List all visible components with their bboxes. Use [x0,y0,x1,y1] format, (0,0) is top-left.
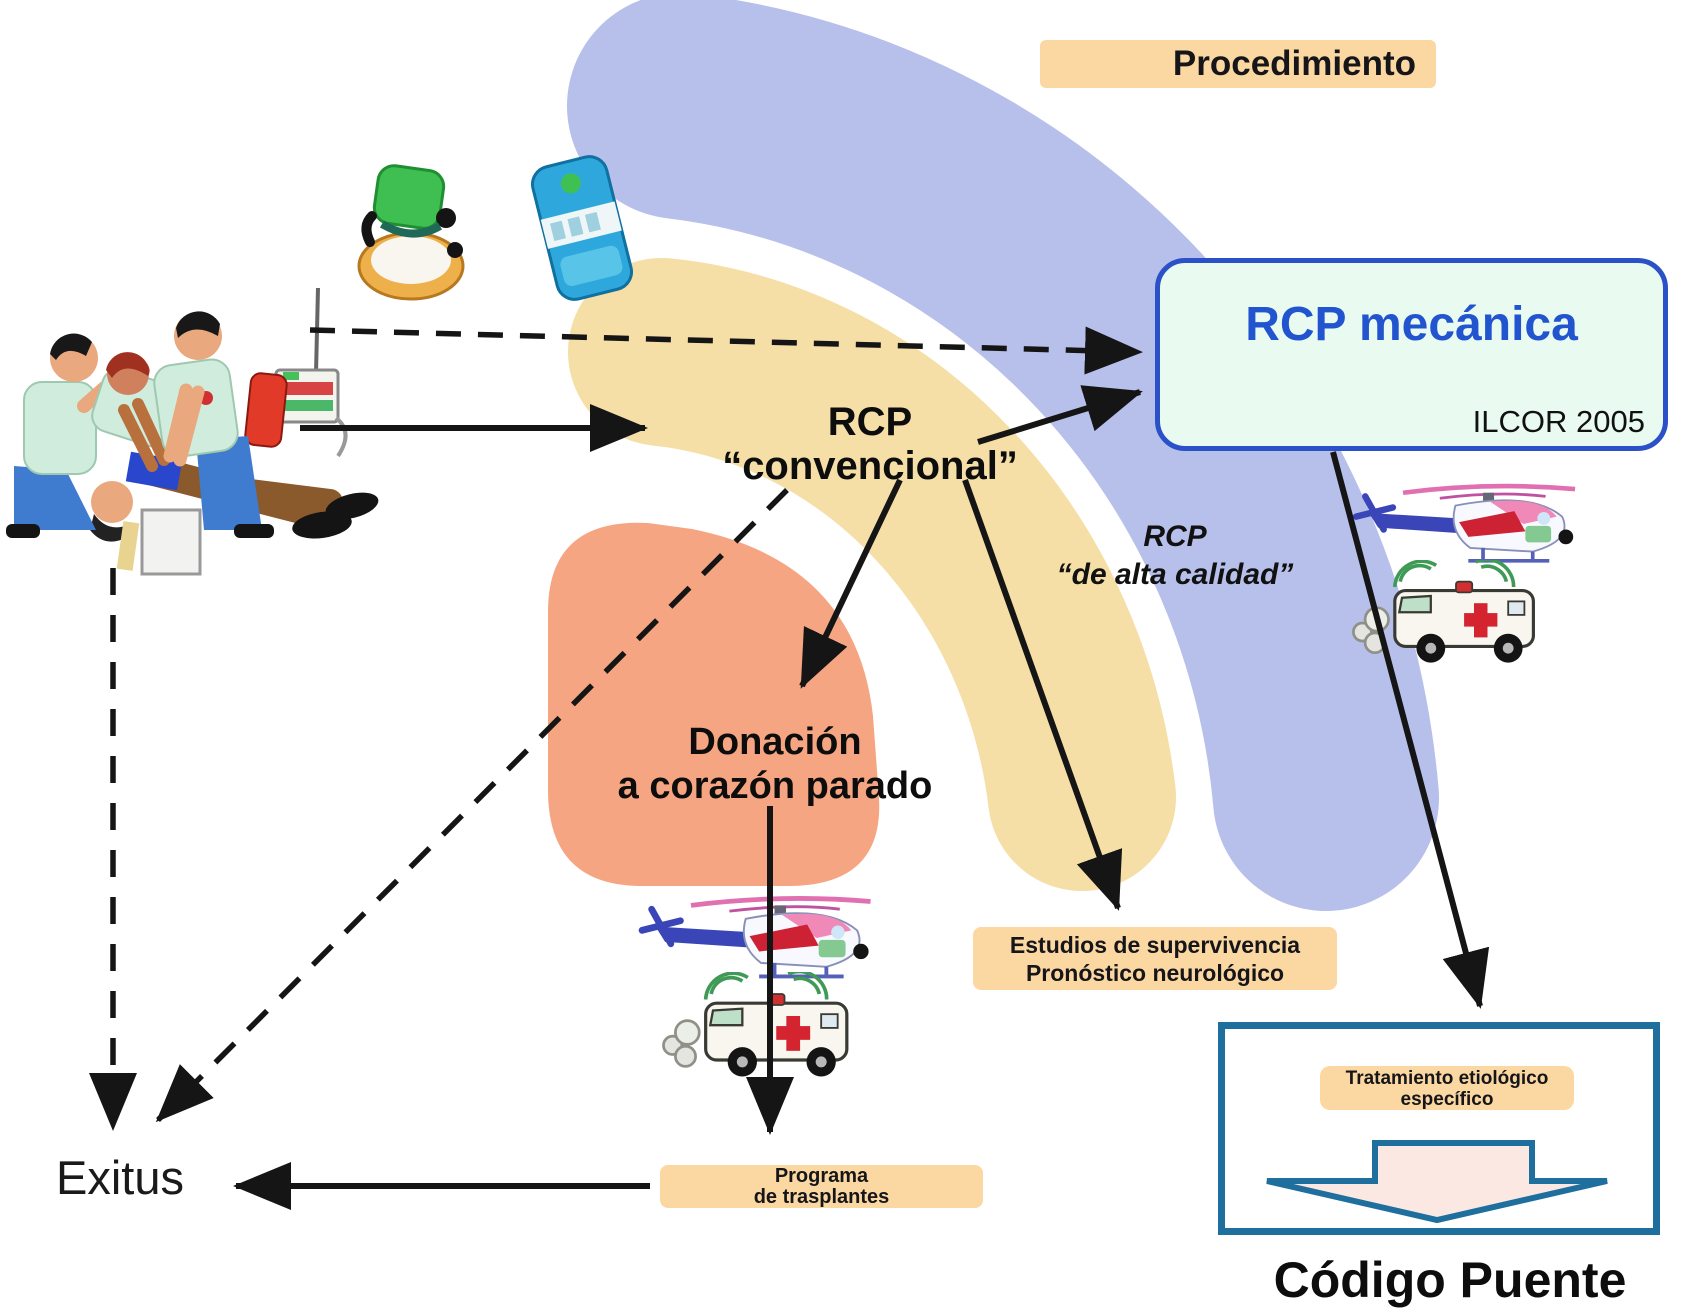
rcp-convencional-line1: RCP [827,400,913,444]
rcp-alta-calidad-line1: RCP [1143,520,1207,553]
procedimiento-label: Procedimiento [1172,44,1416,83]
portable-defibrillator-clipart [530,155,634,301]
donacion-line1: Donación [688,721,862,763]
rcp-convencional-line2: “convencional” [722,444,1018,488]
procedimiento-header: Procedimiento [1040,40,1436,88]
inner-orange-sector [548,522,880,886]
programa-line1: Programa [774,1165,869,1187]
cpr-team-clipart [6,287,379,576]
rcp-alta-calidad-label: RCP “de alta calidad” [1057,518,1294,594]
estudios-line1: Estudios de supervivencia [1009,932,1301,958]
rcp-alta-calidad-line2: “de alta calidad” [1056,558,1294,591]
programa-box: Programa de trasplantes [660,1165,983,1208]
rcp-mecanica-title: RCP mecánica [1245,298,1578,351]
ambulance-icon [652,972,884,1082]
donacion-label: Donación a corazón parado [618,720,933,808]
tratamiento-line1: Tratamiento etiológico [1345,1068,1549,1089]
helicopter-icon [1352,478,1592,570]
rcp-mecanica-box: RCP mecánica ILCOR 2005 [1155,258,1668,451]
estudios-box: Estudios de supervivencia Pronóstico neu… [973,927,1337,990]
ilcor-reference: ILCOR 2005 [1472,404,1645,439]
programa-line2: de trasplantes [753,1186,890,1208]
tratamiento-box: Tratamiento etiológico específico [1320,1066,1574,1110]
codigo-puente-container-box [1218,1022,1660,1235]
exitus-label: Exitus [56,1151,184,1204]
rcp-convencional-label: RCP “convencional” [722,400,1018,488]
tratamiento-line2: específico [1400,1089,1494,1110]
bag-valve-mask-clipart [357,164,465,301]
codigo-puente-label: Código Puente [1273,1252,1627,1308]
estudios-line2: Pronóstico neurológico [1025,960,1285,986]
ambulance-icon [1342,560,1570,668]
donacion-line2: a corazón parado [617,765,933,807]
